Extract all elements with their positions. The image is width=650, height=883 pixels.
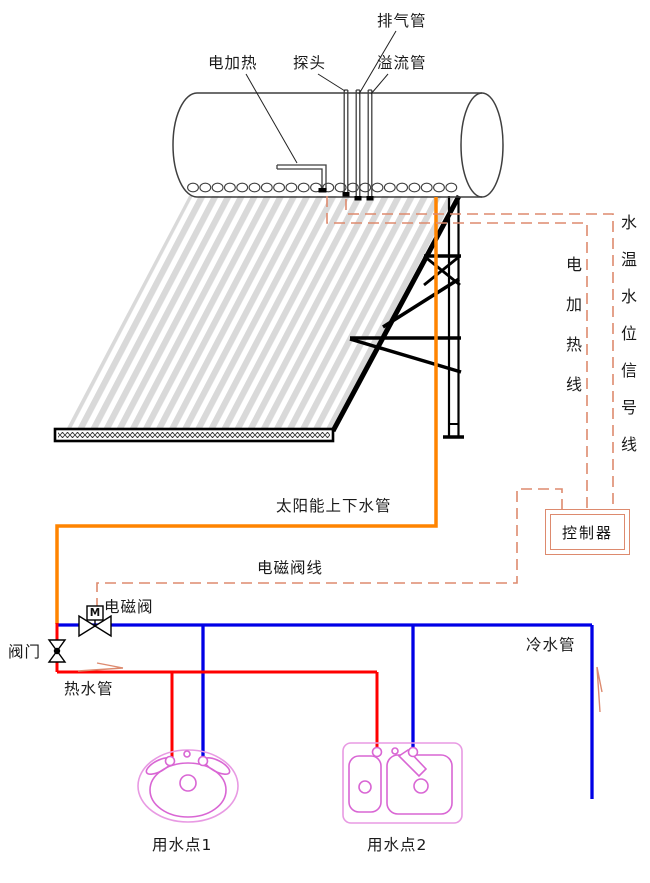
label-overflow-pipe: 溢流管 <box>377 54 427 72</box>
flow-arrow-hot <box>77 662 124 672</box>
label-solenoid-wire: 电磁阀线 <box>257 559 324 577</box>
label-manual-valve: 阀门 <box>8 643 42 661</box>
leader-lines <box>245 30 397 164</box>
water-tank <box>172 92 504 198</box>
label-cold-water: 冷水管 <box>526 636 576 654</box>
vacuum-tube-collector <box>66 196 459 430</box>
electric-heater-glyph <box>276 164 327 193</box>
label-heater-wire: 电加热线 <box>563 256 582 416</box>
tube-sockets <box>187 182 458 193</box>
signal-wire-line <box>345 199 614 510</box>
label-solar-pipe: 太阳能上下水管 <box>276 497 392 515</box>
solar-pipe-line <box>55 197 438 624</box>
label-water-point-1: 用水点1 <box>152 836 213 854</box>
solenoid-motor-mark: M <box>89 606 101 619</box>
label-hot-water: 热水管 <box>64 680 114 698</box>
label-water-point-2: 用水点2 <box>367 836 428 854</box>
heater-wire-line <box>326 196 588 510</box>
flow-arrow-cold <box>596 666 603 713</box>
manual-valve-symbol <box>47 639 67 663</box>
exhaust-pipe-glyph <box>354 89 362 201</box>
label-solenoid-valve: 电磁阀 <box>104 598 154 616</box>
controller-label: 控制器 <box>550 514 625 550</box>
collector-bottom-rail <box>53 427 335 443</box>
overflow-pipe-glyph <box>366 89 374 201</box>
double-sink <box>342 742 463 824</box>
sink-basin <box>137 749 239 823</box>
label-probe: 探头 <box>293 54 327 72</box>
label-exhaust-pipe: 排气管 <box>377 12 427 30</box>
support-frame <box>330 194 464 439</box>
cold-water-line <box>55 623 594 799</box>
label-signal-wire: 水温水位信号线 <box>618 214 637 473</box>
solenoid-valve-symbol <box>78 605 112 638</box>
controller-box: 控制器 <box>545 509 630 555</box>
probe-pipe-glyph <box>342 89 350 197</box>
solenoid-wire-line <box>96 488 563 606</box>
label-electric-heater: 电加热 <box>208 54 258 72</box>
